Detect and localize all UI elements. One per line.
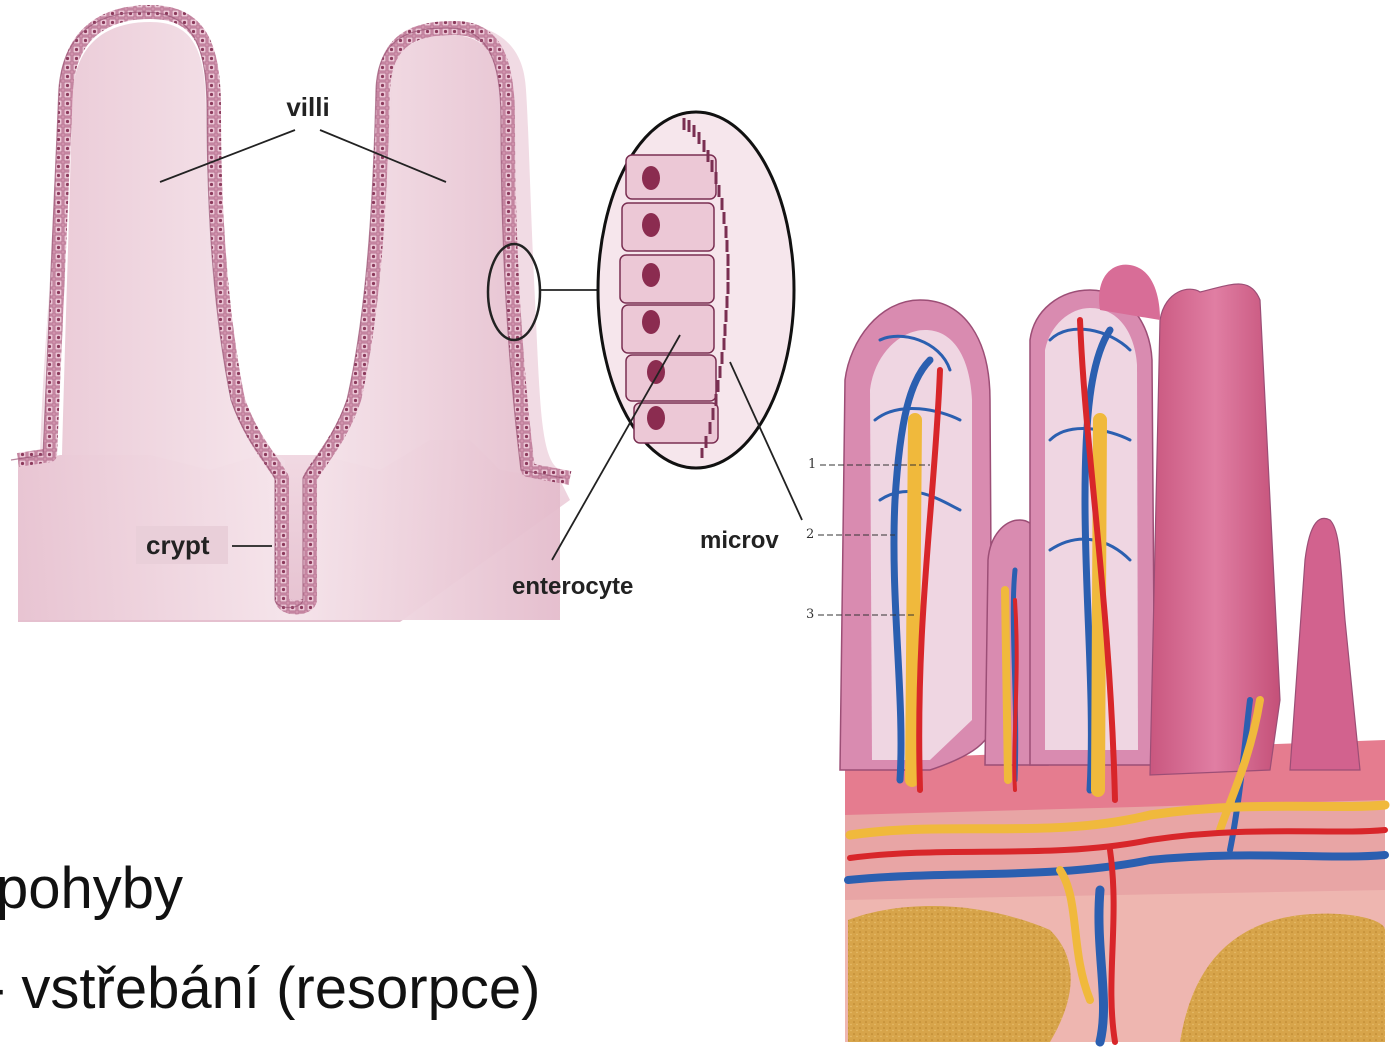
- enterocyte-magnification: [598, 112, 794, 468]
- text-line-vstrebani: - vstřebání (resorpce): [0, 955, 540, 1022]
- text-line-pohyby: pohyby: [0, 855, 183, 922]
- microvilli-label: microv: [700, 527, 779, 554]
- villi-vascular-illustration: 1 2 3: [806, 265, 1385, 1042]
- illustration-number-3: 3: [806, 607, 814, 622]
- villi-label: villi: [286, 92, 329, 122]
- gland-left: [848, 906, 1071, 1042]
- crypt-label: crypt: [146, 530, 210, 560]
- illustration-number-1: 1: [808, 457, 816, 472]
- enterocyte-cells: [620, 155, 718, 443]
- illustration-number-2: 2: [806, 527, 814, 542]
- villi-diagram: villi crypt: [11, 8, 802, 622]
- enterocyte-label: enterocyte: [512, 573, 633, 600]
- villus-5: [1290, 518, 1360, 770]
